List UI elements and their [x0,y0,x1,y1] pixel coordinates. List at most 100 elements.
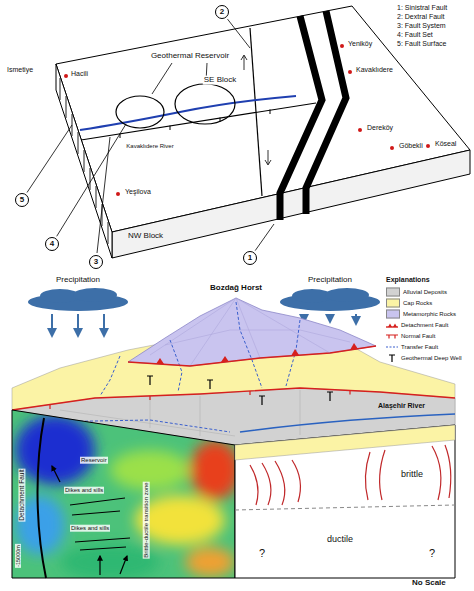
brittle-faults [250,445,451,505]
weather-label: Precipitation [308,276,352,285]
village-dot [426,144,430,148]
leader-line [152,63,172,94]
village-dot [340,44,344,48]
tomography-anomalies [15,415,240,580]
feature-label: Geothermal Reservoir [150,52,230,61]
legend-item: Geothermal Deep Well [386,354,462,362]
cloud [280,288,380,311]
zone-label: ductile [327,535,353,545]
leader-line [57,124,126,236]
cloud-part [73,288,117,302]
mesh-line [190,298,236,366]
dike-line [72,511,120,515]
legend-item: Metamorphic Rocks [386,310,456,319]
fault-tick [149,396,150,400]
transfer-fault [236,302,262,388]
legend-text: 1: Sinistral Fault [397,4,447,12]
callout-circle: 4 [45,237,59,251]
fault-line-sample [386,346,398,347]
listric-fault [365,452,370,500]
cap-rock-strip [235,425,455,460]
listric-fault [432,446,441,500]
place-name: Hacili [70,70,89,78]
cloud-part [325,288,369,302]
hatch-line [78,132,79,154]
detachment-teeth [156,343,358,364]
legend-item: 2: Dextral Fault [397,13,444,21]
legend-sample [386,321,398,329]
hatch-line [108,222,109,244]
village-dot [390,146,394,150]
detachment-fault [128,346,376,366]
well-symbol [207,380,213,389]
village-dot [116,192,120,196]
sinistral-fault-band [306,11,346,214]
fault-tooth [221,356,229,362]
section-label: Dikes and sills [70,525,110,532]
place-name: Kavaklıdere [355,66,394,74]
village-dot [348,70,352,74]
crust-section [235,425,455,578]
dike-line [80,547,126,550]
hatch-line [60,78,61,100]
rain-arrow [329,314,331,322]
leader-line [27,125,72,193]
listric-fault [445,445,451,498]
cloud [28,288,128,311]
velocity-anomaly [185,547,235,577]
legend-swatch [386,310,400,319]
depth-label: -15000m [15,544,21,568]
place-name: Dereköy [366,124,394,132]
section-label: Detachment Fault [18,468,25,521]
normal-fault [12,388,455,410]
grid-line [300,390,301,435]
slip-arrow [265,150,271,165]
callout-number: 2 [220,8,224,16]
fault-line-sample [386,335,398,339]
legend-item: Normal Fault [386,332,435,340]
place-name: Köseal [434,140,457,148]
fault-ticks [120,109,270,138]
place-name: Yeniköy [347,40,373,48]
callout-circle: 3 [89,255,103,269]
velocity-anomaly [190,440,240,500]
dike-line [70,498,125,505]
river [80,96,296,130]
callout-number: 4 [50,240,54,248]
dikes [70,498,130,550]
legend-item: 1: Sinistral Fault [397,4,447,12]
fault-tick [49,405,50,409]
place-name: Yeşilova [124,188,152,196]
mesh-line [150,298,236,355]
legend-text: Alluvial Deposits [403,289,447,296]
legend-item: 3: Fault System [397,22,446,30]
legend-sample [386,332,398,340]
slip-arrow [241,55,247,70]
dike-line [75,538,130,542]
fault-tooth-sample [388,324,397,328]
flow-arrow [52,466,60,482]
weather-label: Precipitation [56,276,100,285]
legend-text: Normal Fault [401,333,435,340]
grid-line [150,397,151,428]
section-label: Reservoir [80,457,108,464]
hatch-line [90,168,91,190]
fault-tick [270,109,271,114]
legend-text: Detachment Fault [401,322,448,329]
leader-line [97,137,110,253]
legend-text: Transfer Fault [401,344,438,351]
flow-arrow [99,556,100,575]
scale-note: No Scale [412,579,446,588]
block-label: NW Block [128,232,163,241]
unknown-mark: ? [259,547,265,559]
fault-tick [249,391,250,395]
section-label: Brittle-ductile transition zone [143,481,150,558]
velocity-anomaly [15,415,95,485]
fault-tick [349,391,350,395]
legend-item: Cap Rocks [386,299,432,308]
sinistral-fault-band [280,16,322,220]
well-symbol [327,392,333,401]
